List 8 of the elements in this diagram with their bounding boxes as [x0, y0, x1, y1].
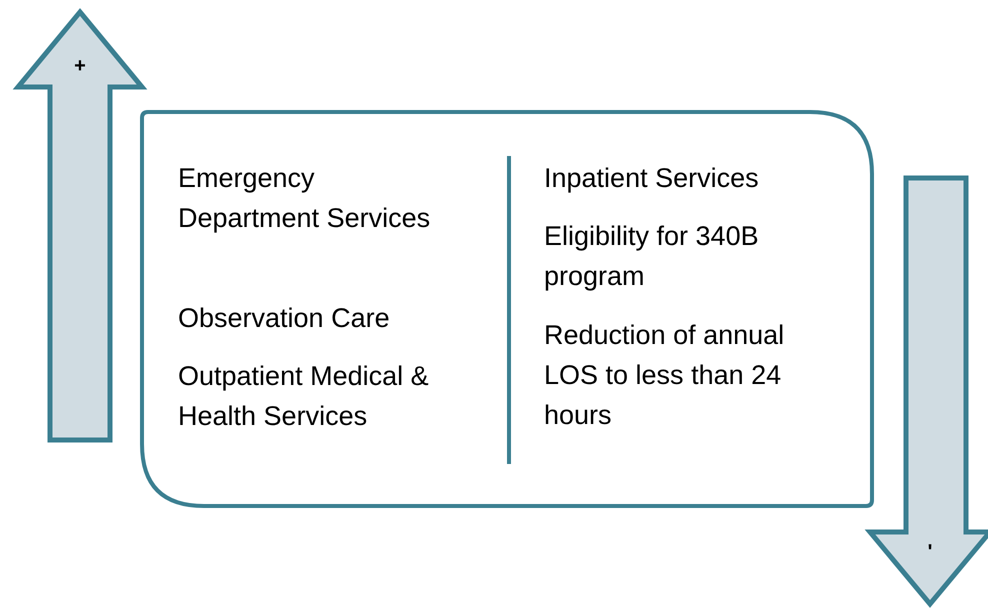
- service-item: Outpatient Medical & Health Services: [178, 360, 430, 433]
- service-item: Reduction of annual LOS to less than 24 hours: [544, 319, 786, 432]
- service-item: Eligibility for 340B program: [544, 220, 760, 293]
- service-item: Observation Care: [178, 302, 391, 335]
- arrow-sign: +: [73, 55, 87, 78]
- arrow-sign: ': [926, 541, 934, 564]
- service-item: Emergency Department Services: [178, 162, 432, 235]
- service-item: Inpatient Services: [544, 162, 760, 195]
